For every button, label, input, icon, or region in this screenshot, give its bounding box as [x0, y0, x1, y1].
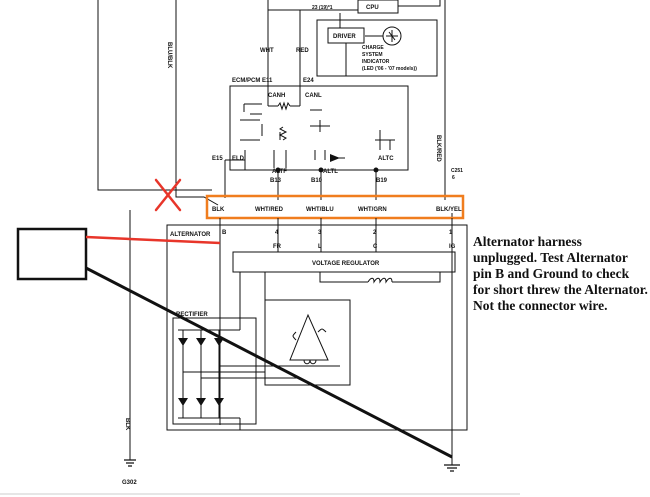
diode-2	[196, 338, 206, 346]
altl-node	[318, 167, 324, 173]
alternator-title: ALTERNATOR	[170, 232, 211, 238]
conn-label-blk: BLK	[212, 207, 225, 213]
rectifier-rails	[178, 329, 240, 419]
cpu-section	[267, 0, 441, 77]
cpu-label: CPU	[366, 5, 379, 11]
b10-label: B10	[311, 178, 323, 184]
field-coil-wires	[319, 272, 441, 283]
alt-pin-b: B	[222, 230, 227, 236]
alternator-frame	[166, 224, 468, 431]
altc-node	[373, 167, 379, 173]
canl-label: CANL	[305, 93, 322, 99]
conn-label-wht-grn: WHT/GRN	[358, 207, 387, 213]
ground-left-icon	[124, 459, 136, 467]
conn-label-wht-blu: WHT/BLU	[306, 207, 334, 213]
stator-triangle	[289, 313, 329, 361]
e24-label: E24	[303, 78, 314, 84]
indicator-line-3: INDICATOR	[362, 59, 390, 65]
ecm-title: ECM/PCM	[232, 78, 260, 84]
stator-windings	[292, 328, 327, 365]
cut-mark	[154, 178, 182, 212]
ground-symbols	[124, 459, 460, 472]
diode-3	[214, 338, 224, 346]
alt-pin-2: 2	[373, 230, 377, 236]
diode-1	[178, 338, 188, 346]
rectifier-taps	[183, 365, 340, 379]
altf-resistor	[278, 126, 288, 141]
ecm-transistors	[243, 103, 330, 132]
term-fr: FR	[273, 244, 282, 250]
probe-red-lead	[85, 235, 221, 245]
g302-label: G302	[122, 480, 137, 486]
altc-circuit	[375, 130, 395, 150]
term-ig: IG	[449, 244, 456, 250]
wire-23-label: 23 (19)*1	[312, 5, 333, 11]
eld-label: ELD	[232, 156, 245, 162]
wht-label: WHT	[260, 48, 274, 54]
eld-circuit	[225, 150, 246, 170]
conn-label-blk-yel: BLK/YEL	[436, 207, 462, 213]
blk-red-label: BLK/RED	[435, 135, 441, 162]
ground-right-icon	[444, 464, 460, 472]
main-wires	[97, 0, 453, 465]
blk-wire-label: BLK	[124, 418, 130, 431]
term-c: C	[373, 244, 378, 250]
c251-pin-label: 6	[452, 175, 455, 181]
connector-highlight-box	[205, 194, 465, 220]
conn-label-wht-red: WHT/RED	[255, 207, 284, 213]
alternator-block	[166, 218, 468, 431]
ecm-logic	[240, 119, 263, 141]
led-leads	[365, 30, 398, 42]
diode-5	[196, 398, 206, 406]
alt-pin-1: 1	[449, 230, 453, 236]
annotation-note: Alternator harness unplugged. Test Alter…	[473, 234, 648, 313]
c251-label: C251	[451, 168, 463, 174]
driver-label: DRIVER	[333, 34, 356, 40]
indicator-line-1: CHARGE	[362, 45, 384, 51]
left-wire	[97, 0, 212, 191]
meter-box	[16, 227, 88, 281]
altc-label: ALTC	[378, 156, 394, 162]
voltage-regulator-label: VOLTAGE REGULATOR	[312, 261, 380, 267]
b13-label: B13	[270, 178, 282, 184]
indicator-line-2: SYSTEM	[362, 52, 383, 58]
alt-pin-3: 3	[318, 230, 322, 236]
can-resistor	[277, 101, 291, 111]
canh-label: CANH	[268, 93, 285, 99]
rectifier-label: RECTIFIER	[176, 312, 208, 318]
diode-6	[214, 398, 224, 406]
altf-label: ALTF	[272, 169, 287, 175]
altf-circuit	[273, 150, 287, 168]
indicator-line-4: (LED ('06 - '07 models))	[362, 66, 417, 72]
voltage-regulator-box	[232, 251, 456, 273]
rectifier-frame	[172, 317, 257, 425]
b19-label: B19	[376, 178, 388, 184]
alt-pin-4: 4	[275, 230, 279, 236]
diode-4	[178, 398, 188, 406]
term-l: L	[318, 244, 322, 250]
rectifier-diodes	[178, 338, 224, 406]
e15-label: E15	[212, 156, 223, 162]
red-label: RED	[296, 48, 309, 54]
probe-black-lead	[85, 266, 453, 459]
can-wires	[267, 74, 301, 106]
stator-frame	[264, 272, 351, 386]
blu-blk-label: BLU/BLK	[166, 42, 172, 69]
altf-node	[275, 167, 281, 173]
altl-diode	[330, 154, 340, 162]
ecm-output-wires	[224, 160, 377, 200]
alternator-pin-wires	[219, 218, 453, 425]
cpu-wires	[339, 0, 441, 76]
blu-blk-wire	[175, 0, 219, 206]
ecm-block	[224, 74, 409, 200]
cut-mark-stroke-2	[154, 178, 182, 212]
e11-label: E11	[262, 78, 273, 84]
can-wires-top	[267, 0, 358, 74]
indicator-frame	[316, 19, 438, 77]
altl-label: ALTL	[323, 169, 338, 175]
field-coil	[367, 277, 393, 284]
